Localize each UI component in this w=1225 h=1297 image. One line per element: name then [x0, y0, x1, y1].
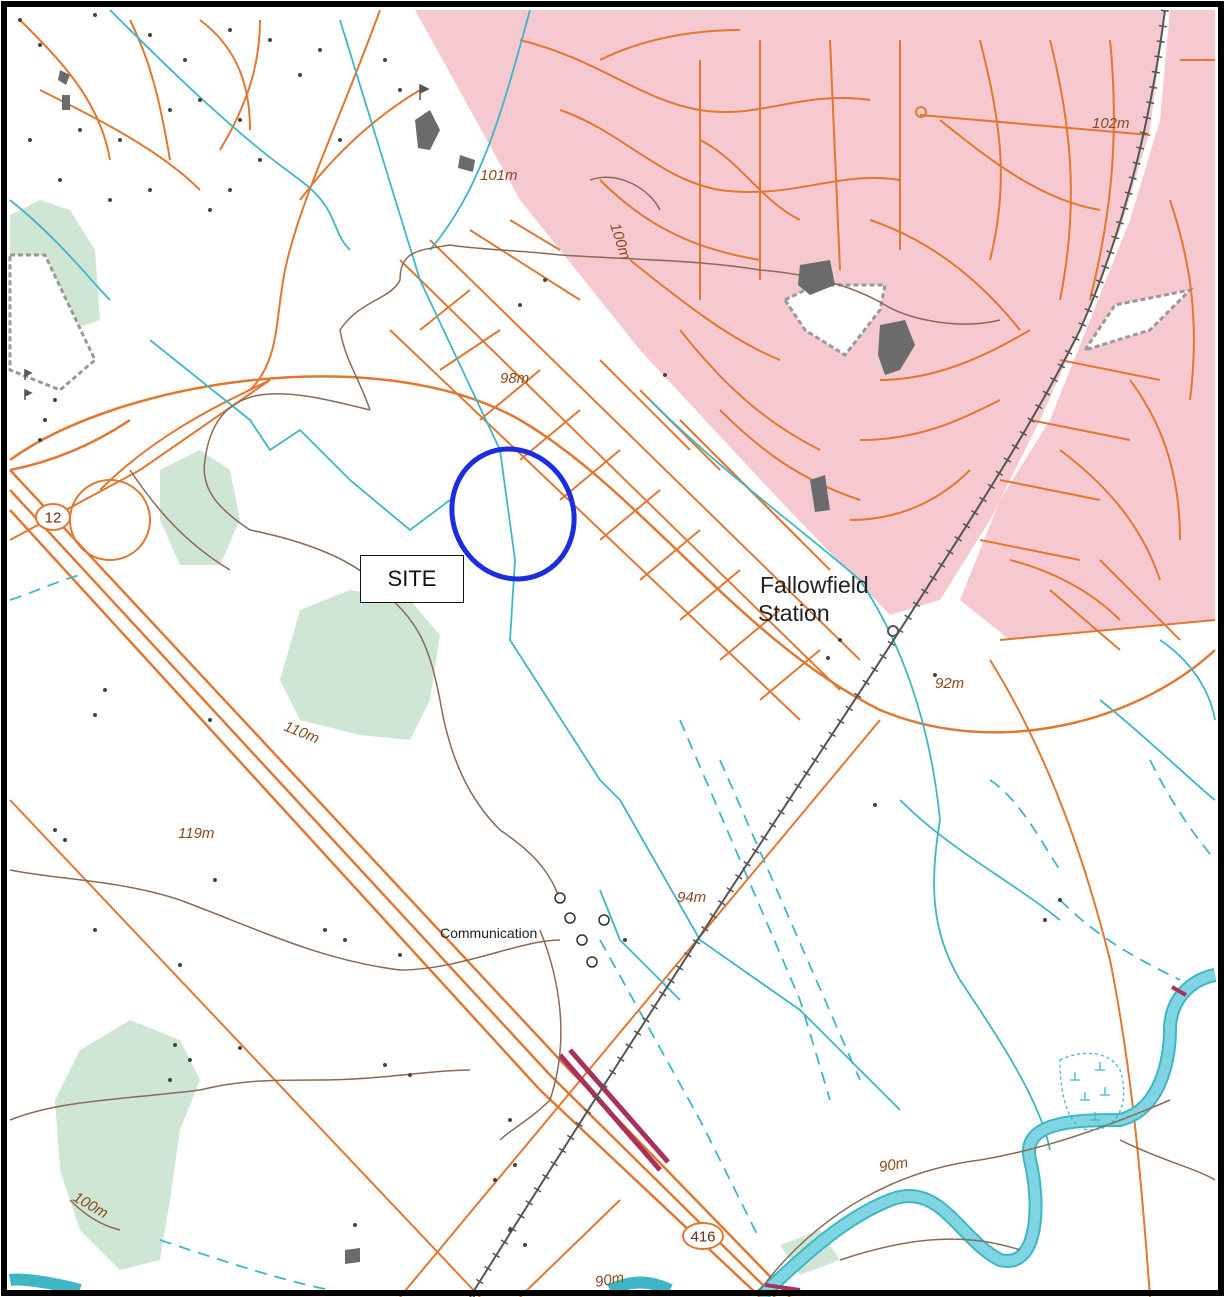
buildings [58, 70, 915, 1264]
intermittent-streams [9, 574, 1216, 1291]
elevation-label: 101m [480, 167, 518, 184]
route-shield-416: 416 [682, 1222, 724, 1250]
subdivision-grid [389, 219, 1216, 721]
site-marker-ellipse [449, 446, 577, 582]
residential-streets [519, 29, 1215, 621]
junction-marker [915, 106, 927, 118]
elevation-label: 102m [1092, 115, 1130, 132]
route-shield-12: 12 [35, 503, 71, 531]
woodland-areas [10, 200, 840, 1275]
route-shield-label: 416 [690, 1229, 715, 1246]
river [8, 968, 1217, 1297]
scattered-buildings [18, 13, 1062, 1247]
place-label-line2: Station [758, 600, 830, 626]
ring-road [9, 375, 1216, 734]
elevation-label: 92m [935, 675, 964, 692]
site-label: SITE [360, 555, 464, 603]
elevation-label: 119m [178, 825, 214, 842]
elevation-label: 90m [594, 1269, 626, 1291]
highway-bridge [558, 1048, 670, 1172]
elevation-label: 94m [677, 889, 706, 906]
residential-clearings [8, 253, 1195, 392]
watercourses [9, 9, 1216, 1151]
station-marker [887, 625, 899, 637]
contour-lines [9, 176, 1216, 1291]
marsh-area [1059, 1052, 1125, 1131]
poi-label: Communication [440, 925, 537, 941]
elevation-label: 98m [500, 370, 529, 387]
elevation-label: 90m [878, 1154, 910, 1176]
flag-markers [24, 83, 430, 400]
communication-towers [554, 892, 610, 968]
place-label-line1: Fallowfield [760, 572, 869, 598]
residential-areas [415, 10, 1215, 640]
railway [466, 9, 1169, 1297]
river-crossings [764, 985, 1187, 1292]
route-shield-label: 12 [45, 510, 62, 527]
